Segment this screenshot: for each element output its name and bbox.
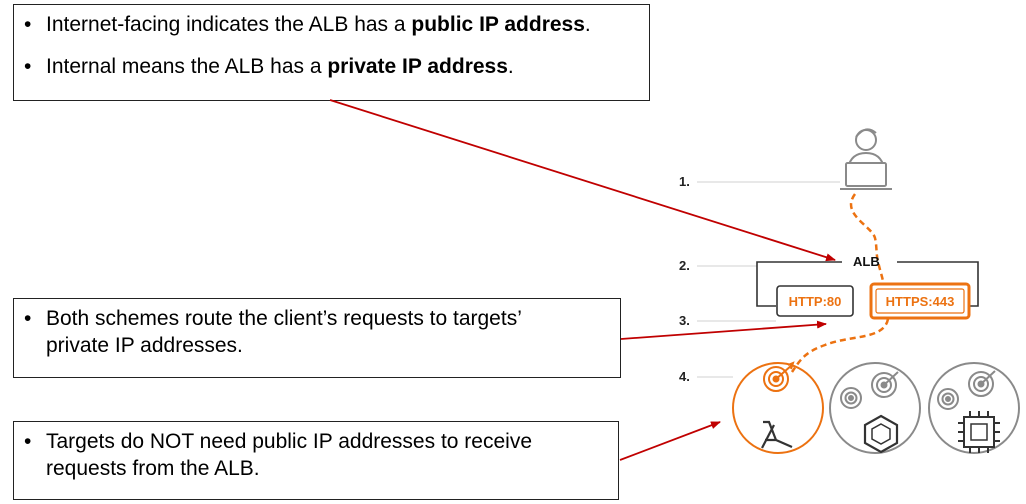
alb-bracket-right [897,261,979,307]
alb-bracket-left [756,261,842,307]
bullet-emphasis: public IP address [411,13,585,36]
listener-https-443: HTTPS:443 [869,282,971,320]
bullet-marker: • [24,307,32,330]
request-path-top [849,193,886,291]
bullet-marker: • [24,430,32,453]
listener-http-80: HTTP:80 [776,285,854,317]
listener-label: HTTP:80 [789,294,842,309]
bullet-text-line-2: private IP addresses. [46,334,243,357]
user-laptop-icon [840,128,892,190]
lambda-target-icon [732,361,824,454]
request-path-bottom [790,318,890,373]
bullet-emphasis: private IP address [327,55,508,78]
step-1: 1. [679,174,840,189]
arrow-scheme-to-alb [329,99,836,262]
callout-scheme: • Internet-facing indicates the ALB has … [13,4,650,101]
bullet-internal: • Internal means the ALB has a private I… [24,53,639,80]
step-number: 1. [679,174,690,189]
bullet-tail: . [507,55,514,78]
step-4: 4. [679,369,733,384]
bullet-tail: . [584,13,591,36]
callout-routing: • Both schemes route the client’s reques… [13,298,621,378]
bullet-text: Internal means the ALB has a [46,55,328,78]
step-3: 3. [679,313,776,328]
bullet-marker: • [24,13,32,36]
callout-targets: • Targets do NOT need public IP addresse… [13,421,619,500]
bullet-targets: • Targets do NOT need public IP addresse… [24,428,608,482]
bullet-text: Internet-facing indicates the ALB has a [46,13,412,36]
arrow-routing-to-listener [620,320,827,340]
step-number: 4. [679,369,690,384]
bullet-internet-facing: • Internet-facing indicates the ALB has … [24,11,639,38]
step-2: 2. [679,258,757,273]
step-number: 3. [679,313,690,328]
bullet-text-line-1: Targets do NOT need public IP addresses … [46,430,532,453]
bullet-routing: • Both schemes route the client’s reques… [24,305,610,359]
ec2-instance-target-icon [928,362,1020,454]
listener-label: HTTPS:443 [886,294,955,309]
bullet-text-line-2: requests from the ALB. [46,457,260,480]
bullet-text-line-1: Both schemes route the client’s requests… [46,307,522,330]
alb-label: ALB [853,254,880,269]
arrow-targets-to-lambda [619,421,721,461]
step-number: 2. [679,258,690,273]
container-target-icon [829,362,921,454]
bullet-marker: • [24,55,32,78]
